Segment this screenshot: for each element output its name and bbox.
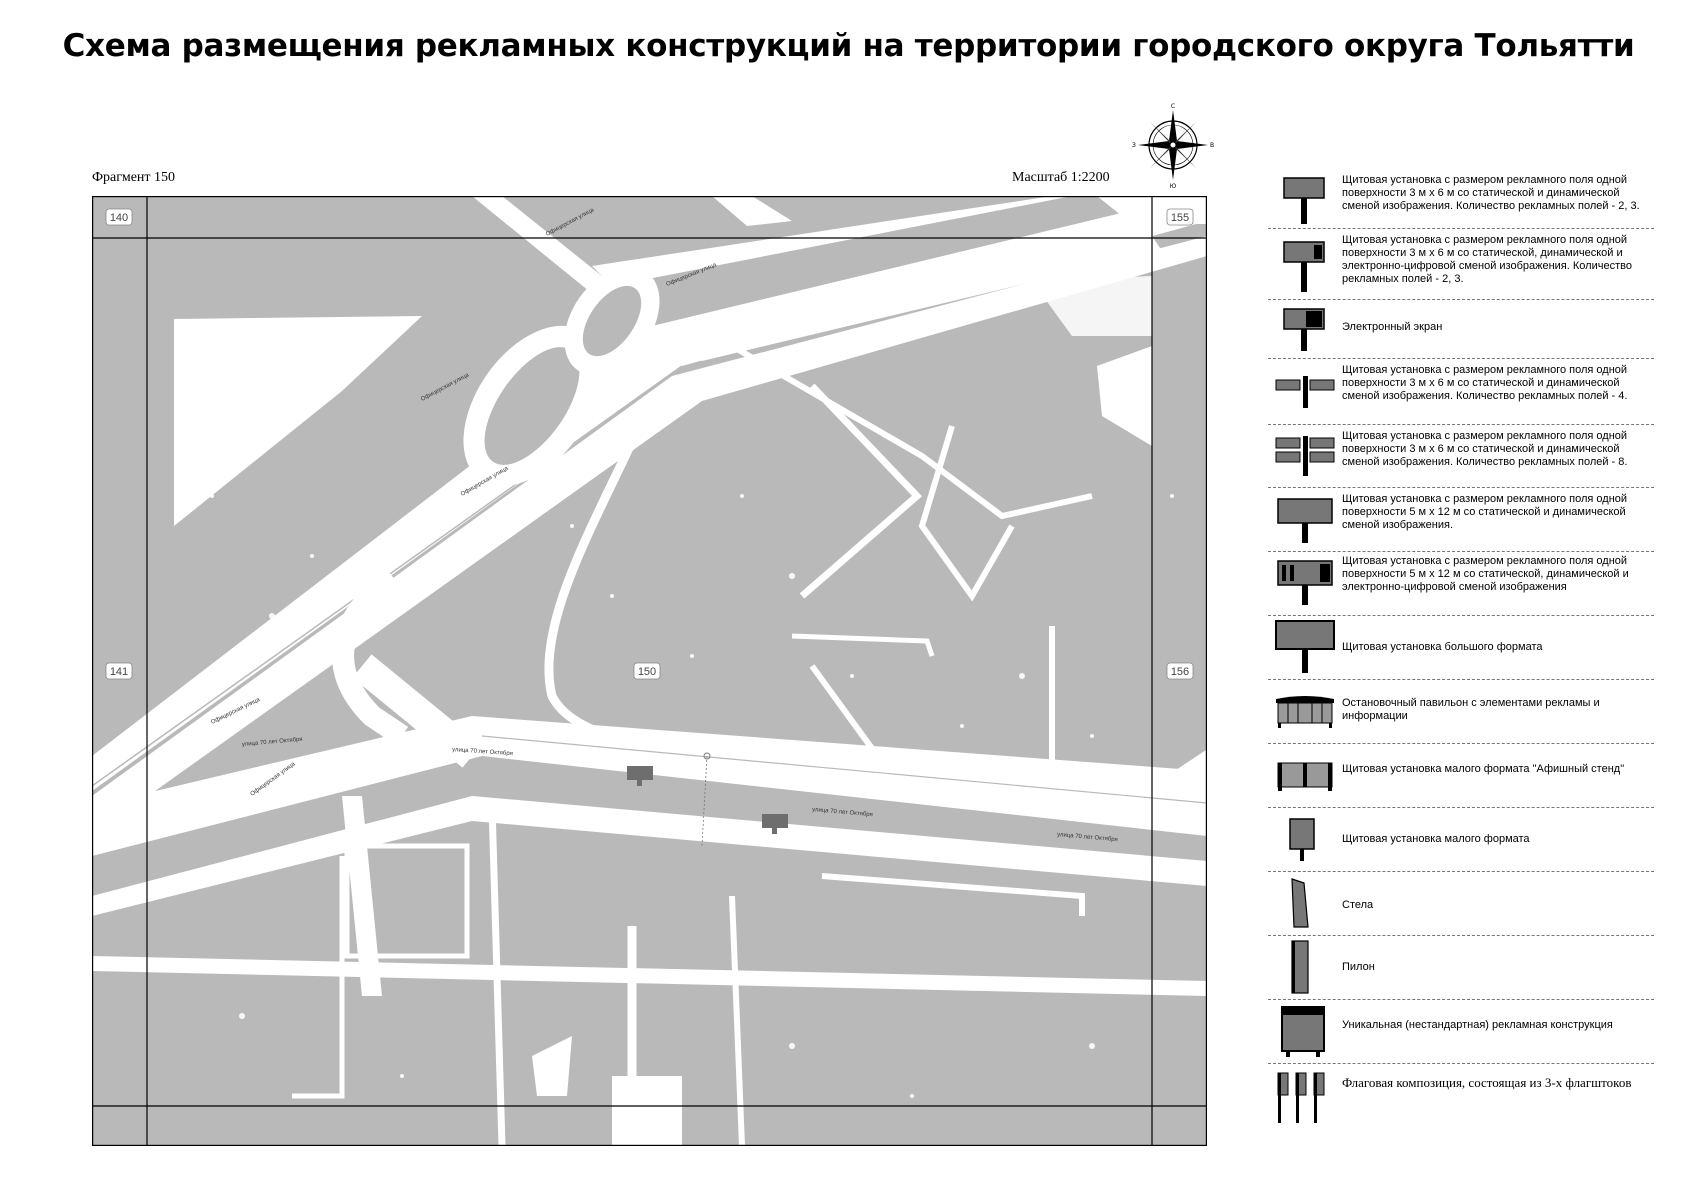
svg-text:156: 156 xyxy=(1171,666,1189,678)
legend-item: Щитовая установка малого формата xyxy=(1268,807,1654,872)
scale-label: Масштаб 1:2200 xyxy=(1012,170,1110,185)
billboard-8-fields-icon xyxy=(1275,436,1335,476)
page-title: Схема размещения рекламных конструкций н… xyxy=(62,28,1635,64)
sheet-tag-141[interactable]: 141 xyxy=(105,662,133,680)
compass-n: С xyxy=(1171,103,1175,110)
legend-item: Щитовая установка с размером рекламного … xyxy=(1268,487,1654,552)
svg-text:140: 140 xyxy=(110,212,128,224)
street-label: улица 70 лет Октября xyxy=(452,747,513,757)
legend-item: Щитовая установка с размером рекламного … xyxy=(1268,228,1654,300)
legend-item: Щитовая установка с размером рекламного … xyxy=(1268,551,1654,616)
compass-w: З xyxy=(1132,142,1136,149)
sheet-tag-156[interactable]: 156 xyxy=(1166,662,1194,680)
svg-text:150: 150 xyxy=(638,666,656,678)
sheet-tag-155[interactable]: 155 xyxy=(1166,208,1194,226)
road-70-let-oktyabrya xyxy=(92,716,1207,856)
electronic-screen-icon xyxy=(1283,308,1325,351)
legend-item: Уникальная (нестандартная) рекламная кон… xyxy=(1268,999,1654,1064)
sheet-tag-140[interactable]: 140 xyxy=(105,208,133,226)
sheet-tag-150[interactable]: 150 xyxy=(633,662,661,680)
fragment-label: Фрагмент 150 xyxy=(92,170,176,185)
street-label: улица 70 лет Октября xyxy=(812,807,873,818)
unique-construction-icon xyxy=(1281,1006,1325,1057)
large-format-icon xyxy=(1275,620,1335,673)
billboard-5x12-icon xyxy=(1277,498,1333,543)
legend-item: Стела xyxy=(1268,871,1654,936)
billboard-marker[interactable] xyxy=(762,814,788,834)
legend: Щитовая установка с размером рекламного … xyxy=(1268,168,1654,1168)
street-label: улица 70 лет Октября xyxy=(242,737,303,748)
legend-item: Пилон xyxy=(1268,935,1654,1000)
small-format-icon xyxy=(1289,818,1315,861)
compass-s: Ю xyxy=(1170,183,1177,188)
flag-composition-icon xyxy=(1277,1072,1325,1123)
open-area-parcel xyxy=(174,316,422,526)
legend-item: Щитовая установка с размером рекламного … xyxy=(1268,168,1654,229)
pylon-icon xyxy=(1291,940,1309,994)
billboard-3x6-icon xyxy=(1283,177,1325,224)
legend-item: Щитовая установка большого формата xyxy=(1268,615,1654,680)
legend-item: Флаговая композиция, состоящая из 3-х фл… xyxy=(1268,1063,1654,1133)
stele-icon xyxy=(1291,878,1309,928)
compass-e: В xyxy=(1210,142,1214,149)
billboard-5x12-digital-icon xyxy=(1277,560,1333,605)
svg-text:141: 141 xyxy=(110,666,128,678)
legend-item: Щитовая установка малого формата "Афишны… xyxy=(1268,743,1654,808)
legend-item: Щитовая установка с размером рекламного … xyxy=(1268,424,1654,488)
map-view[interactable]: Офицерская улица Офицерская улица Офицер… xyxy=(92,196,1207,1146)
legend-item: Щитовая установка с размером рекламного … xyxy=(1268,358,1654,425)
billboard-marker[interactable] xyxy=(627,766,653,786)
svg-text:155: 155 xyxy=(1171,212,1189,224)
bus-stop-icon xyxy=(1276,696,1334,728)
street-label: улица 70 лет Октября xyxy=(1057,832,1118,843)
billboard-3x6-digital-icon xyxy=(1283,241,1325,292)
legend-item: Остановочный павильон с элементами рекла… xyxy=(1268,679,1654,744)
billboard-4-fields-icon xyxy=(1275,376,1335,408)
compass-rose-icon: С Ю З В xyxy=(1132,103,1214,188)
legend-item: Электронный экран xyxy=(1268,299,1654,359)
poster-stand-icon xyxy=(1277,762,1333,791)
